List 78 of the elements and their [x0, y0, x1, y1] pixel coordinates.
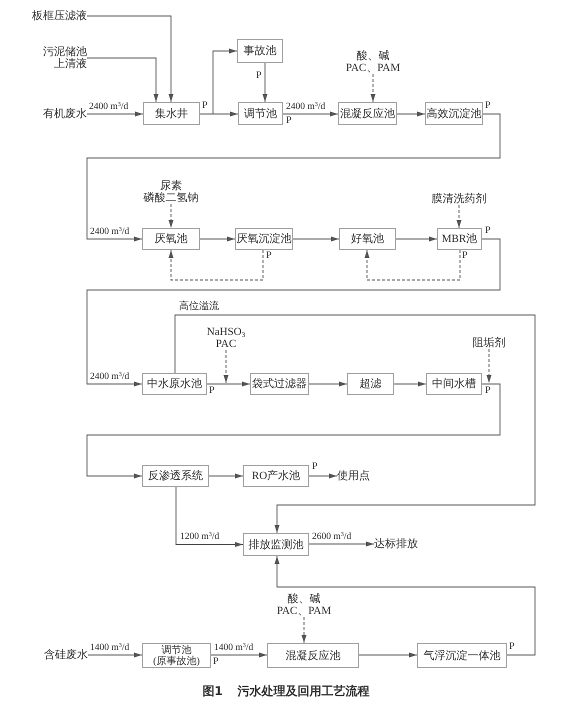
- flow-arrow: [282, 112, 338, 116]
- source-label: 有机废水: [43, 108, 87, 120]
- flow-arrow: [308, 382, 348, 386]
- flow-arrow: [86, 238, 500, 386]
- dashed-arrow: [168, 250, 264, 280]
- source-label: 含硅废水: [44, 649, 88, 661]
- dosing-label: 酸、碱 PAC、PAM: [276, 593, 332, 617]
- flow-arrow: [174, 314, 536, 534]
- flow-arrow: [210, 652, 268, 658]
- dashed-arrow: [370, 74, 376, 102]
- flow-arrow: [292, 236, 340, 242]
- flow-arrow: [208, 474, 244, 478]
- pump-label: P: [213, 657, 219, 667]
- process-box: RO产水池: [243, 465, 309, 487]
- flow-arrow: [262, 62, 268, 102]
- pump-label: P: [509, 642, 515, 652]
- process-box: 排放监测池: [243, 533, 309, 556]
- process-box: 袋式过滤器: [250, 373, 309, 395]
- flow-arrow: [200, 236, 236, 242]
- pump-label: P: [462, 251, 468, 261]
- flow-arrow: [86, 58, 158, 102]
- flow-arrow: [176, 486, 244, 547]
- dashed-arrow: [168, 204, 174, 228]
- flow-arrow: [274, 556, 536, 656]
- process-box: 调节池: [238, 102, 283, 125]
- pump-label: P: [485, 386, 491, 396]
- process-box: 厌氧沉淀池: [235, 228, 293, 250]
- process-box: 中间水槽: [426, 373, 482, 395]
- process-box: 事故池: [237, 39, 283, 63]
- process-box: 厌氧池: [142, 228, 200, 250]
- pump-label: P: [209, 386, 215, 396]
- flow-arrow: [86, 114, 500, 242]
- pump-label: P: [256, 71, 262, 81]
- pump-label: P: [485, 226, 491, 236]
- flow-arrow: [396, 112, 426, 116]
- pump-label: P: [266, 251, 272, 261]
- process-box: 集水井: [143, 102, 200, 125]
- dashed-arrow: [224, 350, 228, 384]
- source-label: 污泥储池上清液: [42, 46, 87, 70]
- process-box: 调节池 (原事故池): [142, 643, 211, 668]
- dosing-label: NaHSO$_{3}$ PAC: [206, 326, 246, 350]
- dosing-label: 酸、碱 PAC、PAM: [346, 50, 400, 74]
- edge-label: 高位溢流: [178, 301, 220, 313]
- flow-arrow: [86, 384, 500, 478]
- pump-label: P: [312, 462, 318, 472]
- flow-arrow: [86, 16, 174, 102]
- process-box: 混凝反应池: [338, 102, 397, 125]
- dashed-arrow: [364, 250, 460, 280]
- process-box: 中水原水池: [142, 373, 207, 395]
- process-box: 气浮沉淀一体池: [417, 643, 507, 668]
- pump-label: P: [202, 101, 208, 111]
- process-box: 反渗透系统: [142, 465, 209, 487]
- figure-caption: 图1 污水处理及回用工艺流程: [202, 684, 370, 698]
- pump-label: P: [485, 101, 491, 111]
- source-label: 板框压滤液: [32, 10, 87, 22]
- flow-arrow: [396, 236, 438, 242]
- flow-arrow: [200, 112, 238, 116]
- dosing-label: 阻垢剂: [472, 337, 506, 349]
- dashed-arrow: [302, 616, 306, 644]
- dosing-label: 尿素 磷酸二氢钠: [144, 180, 198, 204]
- dashed-arrow: [486, 348, 492, 384]
- process-box: MBR池: [437, 228, 482, 250]
- flow-arrow: [394, 382, 426, 386]
- flow-arrow: [88, 652, 142, 658]
- dashed-arrow: [456, 204, 462, 228]
- flow-arrow: [308, 542, 374, 546]
- process-box: 混凝反应池: [267, 643, 359, 668]
- outlet-label: 使用点: [337, 470, 370, 482]
- process-box: 好氧池: [339, 228, 396, 250]
- outlet-label: 达标排放: [374, 538, 418, 550]
- pump-label: P: [286, 116, 292, 126]
- process-box: 超滤: [347, 373, 394, 395]
- flow-arrow: [86, 112, 144, 116]
- flow-arrow: [206, 382, 250, 386]
- process-box: 高效沉淀池: [425, 102, 483, 125]
- dosing-label: 膜清洗药剂: [432, 193, 486, 205]
- flow-arrow: [358, 652, 418, 658]
- flow-arrow: [308, 474, 338, 478]
